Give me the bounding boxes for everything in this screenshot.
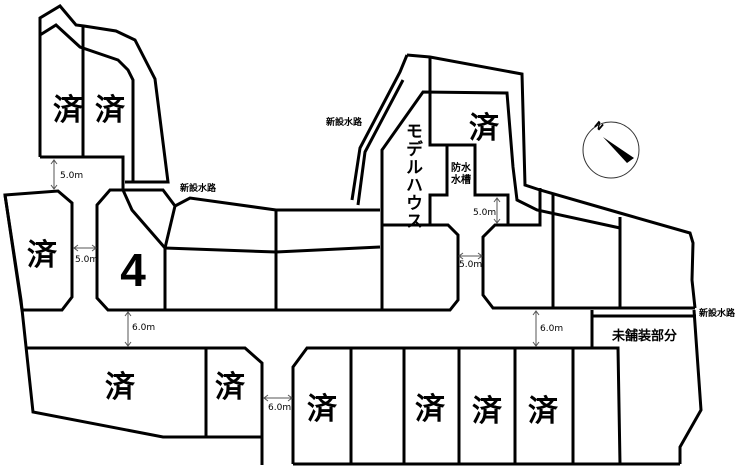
sold-lot-label: 済 — [215, 370, 245, 405]
lot-4-number[interactable]: 4 — [120, 244, 146, 296]
sold-lot-label: 済 — [95, 93, 125, 128]
new-waterway-label: 新設水路 — [180, 184, 217, 194]
dimension-label: 6.0m — [268, 403, 292, 413]
unpaved-area-label: 未舗装部分 — [612, 329, 678, 344]
fire-water-tank-label: 防水水槽 — [451, 163, 471, 186]
sold-lot-label: 済 — [528, 394, 558, 429]
new-waterway-label: 新設水路 — [326, 118, 363, 128]
dimension-label: 6.0m — [132, 323, 156, 333]
sold-lot-label: 済 — [415, 392, 445, 427]
sold-lot-label: 済 — [27, 238, 57, 273]
sold-lot-label: 済 — [307, 392, 337, 427]
dimension-label: 5.0m — [473, 208, 497, 218]
dimension-label: 5.0m — [459, 260, 483, 270]
north-arrow-compass-icon — [582, 121, 640, 179]
sold-lot-label: 済 — [469, 111, 499, 146]
new-waterway-label: 新設水路 — [699, 309, 736, 319]
sold-lot-label: 済 — [105, 370, 135, 405]
dimension-label: 5.0m — [60, 171, 84, 181]
sold-lot-label: 済 — [53, 93, 83, 128]
model-house-label: モデルハウス — [402, 122, 422, 230]
sold-lot-label: 済 — [472, 394, 502, 429]
dimension-label: 5.0m — [75, 255, 99, 265]
dimension-label: 6.0m — [540, 324, 564, 334]
dimension-arrows — [50, 159, 540, 402]
